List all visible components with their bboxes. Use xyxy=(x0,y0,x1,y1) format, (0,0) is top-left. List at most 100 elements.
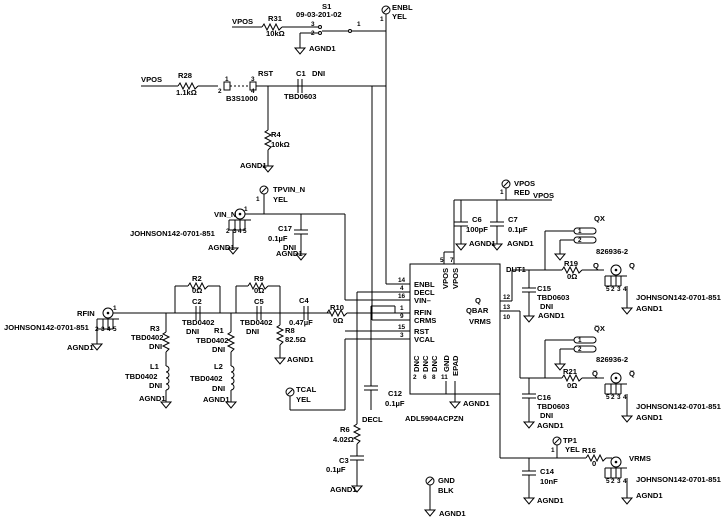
c6-capacitor: C6 100pF AGND1 xyxy=(453,200,496,251)
q-output-path: C15 TBD0603 DNI AGND1 R19 0Ω Q xyxy=(511,259,604,323)
svg-text:0.47µF: 0.47µF xyxy=(289,318,313,327)
q-connector: Q JOHNSON142-0701-851 2 3 4 5 AGND1 xyxy=(604,261,722,315)
svg-text:DNI: DNI xyxy=(212,345,225,354)
svg-text:0Ω: 0Ω xyxy=(567,381,577,390)
svg-text:Q̅X: Q̅X xyxy=(594,324,605,333)
svg-text:100pF: 100pF xyxy=(466,225,488,234)
svg-text:AGND1: AGND1 xyxy=(537,421,564,430)
svg-text:2: 2 xyxy=(611,394,615,401)
svg-text:3: 3 xyxy=(617,286,621,293)
svg-text:4: 4 xyxy=(251,88,255,95)
svg-text:13: 13 xyxy=(503,304,511,311)
svg-text:VRMS: VRMS xyxy=(469,317,491,326)
svg-text:C15: C15 xyxy=(537,284,552,293)
svg-text:1: 1 xyxy=(380,16,384,23)
svg-text:VRMS: VRMS xyxy=(629,454,651,463)
svg-text:9: 9 xyxy=(400,313,404,320)
rfin-connector: RFIN JOHNSON142-0701-851 1 2 3 4 5 AGND1 xyxy=(4,305,330,352)
svg-text:1: 1 xyxy=(578,228,582,235)
svg-text:1: 1 xyxy=(357,21,361,28)
svg-text:RST: RST xyxy=(414,327,430,336)
r31-resistor: R31 10kΩ xyxy=(261,14,318,38)
svg-text:AGND1: AGND1 xyxy=(538,311,565,320)
svg-text:R2: R2 xyxy=(192,274,202,283)
r4-resistor: R4 10kΩ AGND1 xyxy=(240,85,372,173)
svg-text:0.1µF: 0.1µF xyxy=(326,465,346,474)
svg-text:BLK: BLK xyxy=(438,486,454,495)
svg-text:TBD0402: TBD0402 xyxy=(131,333,164,342)
svg-text:DNI: DNI xyxy=(540,302,553,311)
svg-text:2: 2 xyxy=(578,237,582,244)
r16-resistor: R16 0 xyxy=(582,446,612,468)
svg-text:5: 5 xyxy=(440,257,444,264)
svg-text:TP1: TP1 xyxy=(563,436,578,445)
svg-text:4: 4 xyxy=(107,326,111,333)
svg-text:DNI: DNI xyxy=(246,327,259,336)
vpos-test-point: VPOS RED 1 VPOS xyxy=(454,179,554,201)
svg-text:JOHNSON142-0701-851: JOHNSON142-0701-851 xyxy=(4,323,90,332)
svg-text:2: 2 xyxy=(611,286,615,293)
svg-text:CRMS: CRMS xyxy=(414,316,436,325)
svg-text:RED: RED xyxy=(514,188,531,197)
svg-text:GND: GND xyxy=(442,355,451,372)
svg-text:DNI: DNI xyxy=(312,69,325,78)
svg-text:2: 2 xyxy=(578,346,582,353)
svg-text:2: 2 xyxy=(611,478,615,485)
r6-resistor: R6 4.02Ω xyxy=(333,423,361,456)
svg-text:3: 3 xyxy=(251,76,255,83)
svg-text:12: 12 xyxy=(503,294,511,301)
svg-text:DNI: DNI xyxy=(212,384,225,393)
svg-text:QBAR: QBAR xyxy=(466,306,489,315)
svg-text:ENBL: ENBL xyxy=(414,280,435,289)
svg-text:L2: L2 xyxy=(214,362,223,371)
svg-text:JOHNSON142-0701-851: JOHNSON142-0701-851 xyxy=(130,229,216,238)
svg-text:10nF: 10nF xyxy=(540,477,558,486)
svg-text:82.5Ω: 82.5Ω xyxy=(285,335,306,344)
svg-text:10: 10 xyxy=(503,314,511,321)
svg-text:Q: Q xyxy=(475,296,481,305)
vin-n-connector: VIN_N JOHNSON142-0701-851 1 2 3 4 5 AGND… xyxy=(130,206,345,255)
svg-text:0.1µF: 0.1µF xyxy=(268,234,288,243)
svg-text:AGND1: AGND1 xyxy=(636,413,663,422)
svg-text:TBD0402: TBD0402 xyxy=(240,318,273,327)
svg-text:AGND1: AGND1 xyxy=(203,395,230,404)
qbar-output-path: C16 TBD0603 DNI AGND1 R21 0Ω Q̅ xyxy=(519,311,604,430)
svg-text:1: 1 xyxy=(225,76,229,83)
svg-text:0.1µF: 0.1µF xyxy=(508,225,528,234)
svg-text:TBD0603: TBD0603 xyxy=(537,402,570,411)
svg-text:TBD0402: TBD0402 xyxy=(196,336,229,345)
svg-text:R6: R6 xyxy=(340,425,350,434)
svg-text:TCAL: TCAL xyxy=(296,385,317,394)
svg-text:10kΩ: 10kΩ xyxy=(271,140,290,149)
svg-text:GND: GND xyxy=(438,476,455,485)
svg-text:ADL5904ACPZN: ADL5904ACPZN xyxy=(405,414,464,423)
svg-text:0.1µF: 0.1µF xyxy=(385,399,405,408)
svg-text:Q: Q xyxy=(629,261,635,270)
svg-text:AGND1: AGND1 xyxy=(276,249,303,258)
svg-text:R3: R3 xyxy=(150,324,160,333)
svg-text:5: 5 xyxy=(606,394,610,401)
svg-text:826936-2: 826936-2 xyxy=(596,247,628,256)
svg-text:14: 14 xyxy=(398,277,406,284)
svg-text:2: 2 xyxy=(218,88,222,95)
svg-text:R16: R16 xyxy=(582,446,596,455)
svg-text:VPOS: VPOS xyxy=(514,179,535,188)
svg-text:5: 5 xyxy=(243,228,247,235)
svg-text:R19: R19 xyxy=(564,259,578,268)
svg-text:3: 3 xyxy=(617,478,621,485)
svg-text:7: 7 xyxy=(450,257,454,264)
svg-text:VPOS: VPOS xyxy=(232,17,253,26)
svg-text:L1: L1 xyxy=(150,362,160,371)
svg-text:C5: C5 xyxy=(254,297,264,306)
vrms-output-path: C14 10nF AGND1 xyxy=(499,321,586,505)
svg-text:3: 3 xyxy=(617,394,621,401)
svg-text:15: 15 xyxy=(398,324,406,331)
svg-text:AGND1: AGND1 xyxy=(636,304,663,313)
svg-text:1: 1 xyxy=(400,305,404,312)
svg-text:4: 4 xyxy=(623,478,627,485)
svg-text:2: 2 xyxy=(413,374,417,381)
svg-text:VPOS: VPOS xyxy=(141,75,162,84)
svg-text:TPVIN_N: TPVIN_N xyxy=(273,185,305,194)
c4-capacitor: C4 0.47µF xyxy=(289,296,313,327)
svg-text:QX: QX xyxy=(594,214,605,223)
